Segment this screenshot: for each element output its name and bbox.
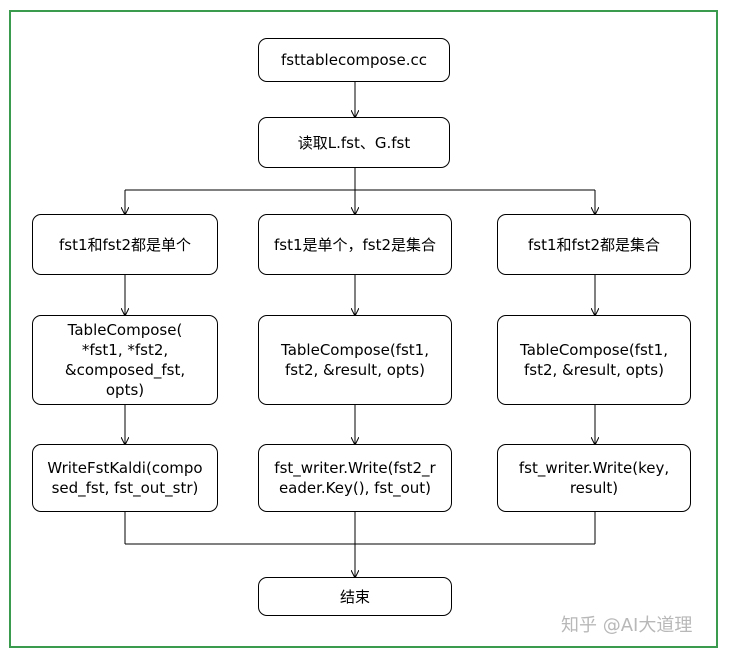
branch-2-condition: fst1是单个，fst2是集合	[258, 214, 452, 275]
read-node: 读取L.fst、G.fst	[258, 117, 450, 168]
branch-2-write: fst_writer.Write(fst2_r eader.Key(), fst…	[258, 444, 452, 512]
branch-1-condition: fst1和fst2都是单个	[32, 214, 218, 275]
branch-3-compose: TableCompose(fst1, fst2, &result, opts)	[497, 315, 691, 405]
branch-2-compose: TableCompose(fst1, fst2, &result, opts)	[258, 315, 452, 405]
watermark: 知乎 @AI大道理	[561, 615, 693, 636]
branch-3-write: fst_writer.Write(key, result)	[497, 444, 691, 512]
diagram-frame	[9, 10, 718, 648]
end-node: 结束	[258, 577, 452, 616]
start-node: fsttablecompose.cc	[258, 38, 450, 82]
branch-3-condition: fst1和fst2都是集合	[497, 214, 691, 275]
branch-1-write: WriteFstKaldi(compo sed_fst, fst_out_str…	[32, 444, 218, 512]
branch-1-compose: TableCompose( *fst1, *fst2, &composed_fs…	[32, 315, 218, 405]
